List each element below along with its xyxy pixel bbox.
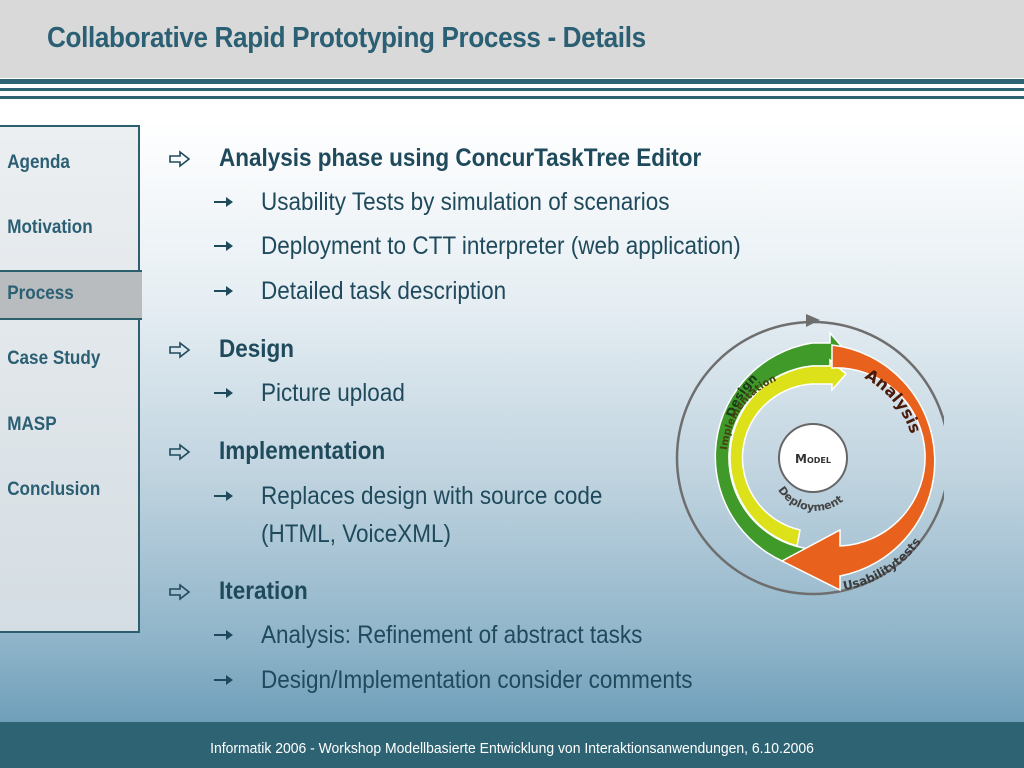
analysis-arc — [780, 344, 936, 592]
slide-title: Collaborative Rapid Prototyping Process … — [47, 22, 646, 54]
header-rule — [0, 79, 1024, 84]
sidebar-item-conclusion[interactable]: Conclusion — [7, 479, 101, 500]
header-rule — [0, 88, 1024, 91]
footer-bar: Informatik 2006 - Workshop Modellbasiert… — [0, 722, 1024, 768]
sidebar-nav — [0, 125, 140, 633]
right-arrow-icon — [214, 197, 233, 207]
model-circle — [778, 423, 848, 493]
sub-bullet: Usability Tests by simulation of scenari… — [261, 188, 670, 216]
sub-bullet: Detailed task description — [261, 277, 507, 305]
right-arrow-icon — [214, 241, 233, 251]
hollow-right-arrow-icon — [169, 583, 191, 601]
footer-text: Informatik 2006 - Workshop Modellbasiert… — [210, 740, 814, 757]
sidebar-item-motivation[interactable]: Motivation — [7, 217, 93, 238]
bullet-analysis: Analysis phase using ConcurTaskTree Edit… — [219, 144, 702, 172]
design-arc — [714, 330, 852, 569]
sub-bullet-continuation: (HTML, VoiceXML) — [261, 520, 452, 548]
right-arrow-icon — [214, 630, 233, 640]
right-arrow-icon — [214, 675, 233, 685]
sub-bullet: Picture upload — [261, 379, 405, 407]
process-cycle-diagram: Model Design Implementation Analysis Usa… — [675, 314, 944, 596]
hollow-right-arrow-icon — [169, 443, 191, 461]
hollow-right-arrow-icon — [169, 150, 191, 168]
sub-bullet: Replaces design with source code — [261, 482, 603, 510]
sub-bullet: Deployment to CTT interpreter (web appli… — [261, 232, 741, 260]
sidebar-item-case-study[interactable]: Case Study — [7, 348, 101, 369]
bullet-iteration: Iteration — [219, 577, 308, 605]
right-arrow-icon — [214, 388, 233, 398]
sub-bullet: Analysis: Refinement of abstract tasks — [261, 621, 643, 649]
right-arrow-icon — [214, 491, 233, 501]
bullet-design: Design — [219, 335, 295, 363]
hollow-right-arrow-icon — [169, 341, 191, 359]
sidebar-item-masp[interactable]: MASP — [7, 414, 57, 435]
sidebar-item-agenda[interactable]: Agenda — [7, 152, 70, 173]
ring-arrowhead-icon — [806, 314, 820, 327]
model-label: Model — [795, 452, 831, 466]
sub-bullet: Design/Implementation consider comments — [261, 666, 693, 694]
sidebar-item-process[interactable]: Process — [7, 283, 74, 304]
header-bar — [0, 0, 1024, 78]
right-arrow-icon — [214, 286, 233, 296]
header-rule — [0, 96, 1024, 99]
nav-active-highlight — [0, 270, 142, 320]
bullet-implementation: Implementation — [219, 437, 386, 465]
